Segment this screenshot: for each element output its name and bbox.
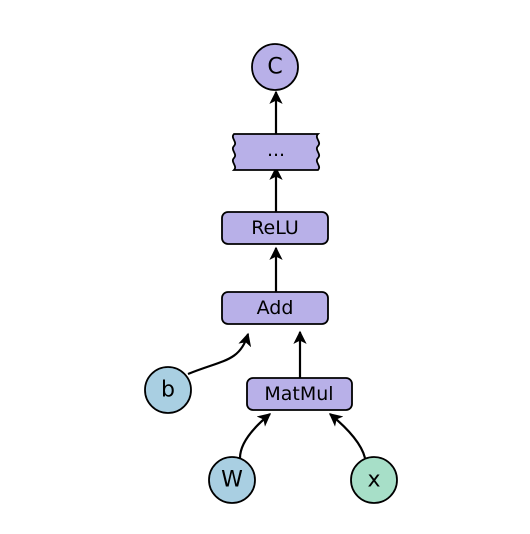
add-node-label: Add: [257, 297, 294, 319]
edge-bias-to-add: [187, 332, 252, 376]
weight-node-shape: [208, 456, 256, 504]
weight-node-label: W: [221, 468, 243, 493]
ellipsis-node-shape: [231, 133, 321, 171]
input-node-shape: [350, 456, 398, 504]
bias-node-label: b: [161, 378, 175, 403]
edge-weight-to-matmul: [238, 413, 272, 459]
relu-node: ReLU: [221, 211, 329, 245]
edges: [187, 90, 367, 459]
bias-node-shape: [144, 366, 192, 414]
relu-node-shape: [221, 211, 329, 245]
input-node: x: [350, 456, 398, 504]
weight-node: W: [208, 456, 256, 504]
add-node-shape: [221, 291, 329, 325]
matmul-node-shape: [246, 377, 353, 411]
output-node: C: [251, 43, 299, 91]
output-node-shape: [251, 43, 299, 91]
input-node-label: x: [367, 468, 380, 493]
bias-node: b: [144, 366, 192, 414]
ellipsis-node: ...: [231, 133, 321, 171]
relu-node-label: ReLU: [251, 217, 299, 239]
ellipsis-node-label: ...: [267, 139, 285, 161]
matmul-node: MatMul: [246, 377, 353, 411]
matmul-node-label: MatMul: [264, 383, 333, 405]
edge-input-to-matmul: [328, 413, 367, 459]
add-node: Add: [221, 291, 329, 325]
output-node-label: C: [267, 55, 282, 80]
